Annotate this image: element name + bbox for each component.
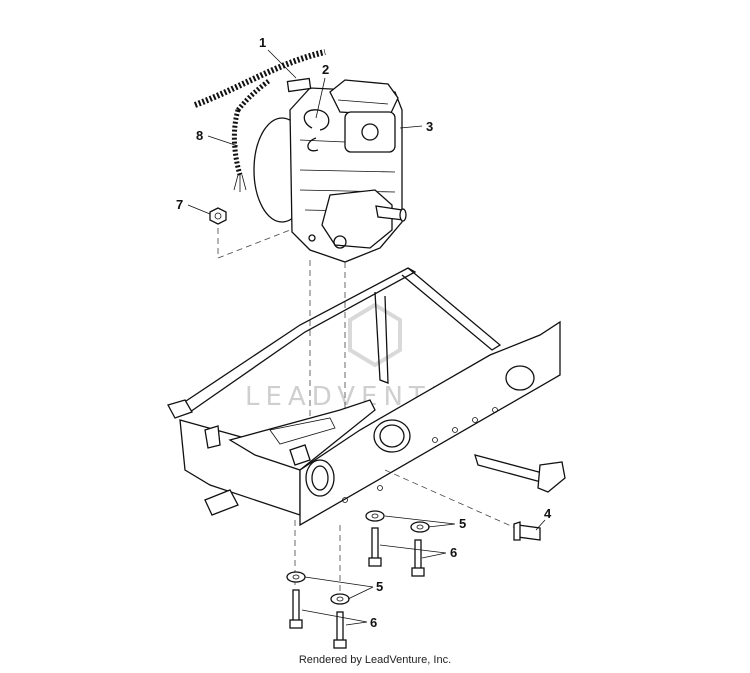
engine <box>253 79 407 263</box>
leader-lines <box>187 49 546 626</box>
bolts <box>289 527 425 649</box>
frame <box>167 267 566 527</box>
callouts: 1 2 3 4 5 5 6 6 7 8 <box>176 35 552 630</box>
callout-7: 7 <box>176 197 183 212</box>
callout-8: 8 <box>196 128 203 143</box>
wire-harness <box>193 49 326 192</box>
callout-2: 2 <box>322 62 329 77</box>
callout-1: 1 <box>259 35 266 50</box>
callout-5a: 5 <box>459 516 466 531</box>
callout-3: 3 <box>426 119 433 134</box>
render-caption: Rendered by LeadVenture, Inc. <box>298 654 452 666</box>
bolt-4 <box>513 521 541 541</box>
nut <box>209 207 291 259</box>
callout-4: 4 <box>544 506 552 521</box>
callout-5b: 5 <box>376 579 383 594</box>
washers <box>286 510 430 605</box>
callout-6a: 6 <box>450 545 457 560</box>
callout-6b: 6 <box>370 615 377 630</box>
decal <box>286 77 312 93</box>
